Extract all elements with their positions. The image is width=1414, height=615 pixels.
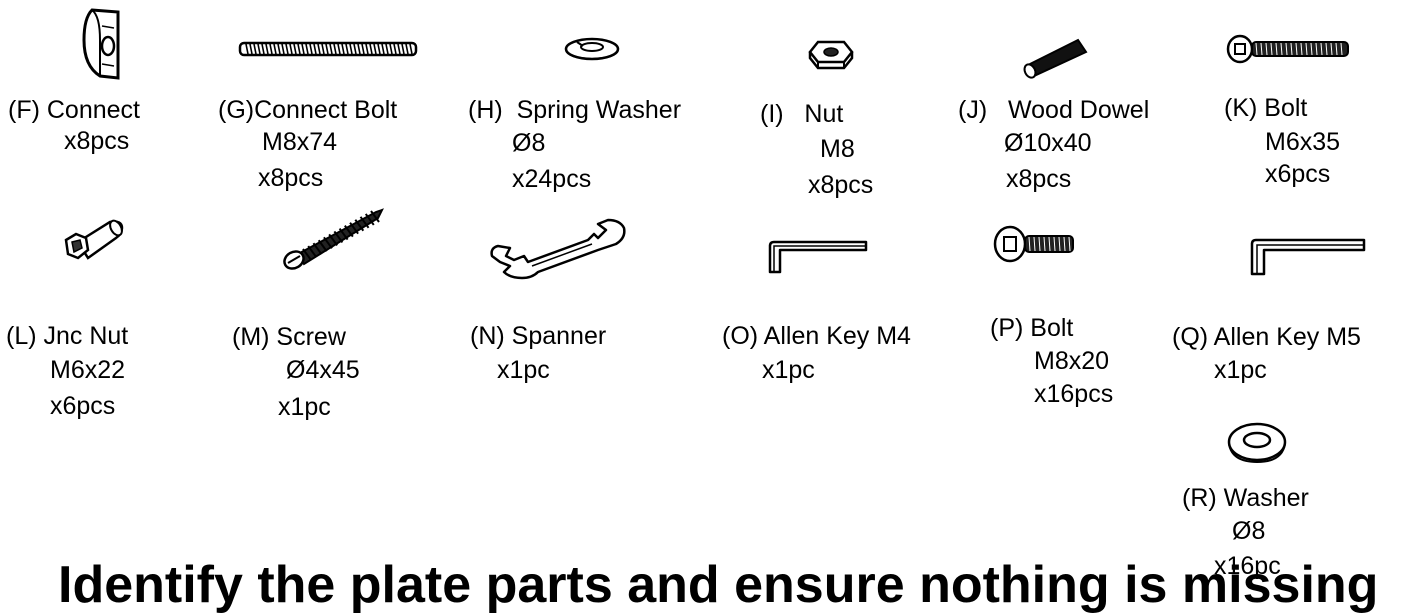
part-n-qty: x1pc: [497, 356, 550, 384]
part-l-qty: x6pcs: [50, 392, 116, 420]
threaded-rod-icon: [238, 41, 418, 57]
part-j-size: Ø10x40: [1004, 129, 1092, 157]
part-r-size: Ø8: [1232, 517, 1266, 545]
part-l-size: M6x22: [50, 356, 126, 384]
part-q-name: (Q) Allen Key M5: [1172, 323, 1361, 351]
flat-washer-icon: [1227, 422, 1287, 464]
part-h-size: Ø8: [512, 129, 546, 157]
part-h-name: (H) Spring Washer: [468, 96, 682, 124]
part-r-qty: x16pc: [1214, 552, 1281, 580]
part-g-size: M8x74: [262, 128, 338, 156]
part-i-qty: x8pcs: [808, 171, 874, 199]
part-k-name: (K) Bolt: [1224, 94, 1308, 122]
short-bolt-icon: [993, 225, 1074, 263]
part-f-name: (F) Connect: [8, 96, 140, 124]
connector-icon: [82, 8, 120, 80]
page-heading: Identify the plate parts and ensure noth…: [58, 556, 1379, 614]
part-n-name: (N) Spanner: [470, 322, 607, 350]
part-o-name: (O) Allen Key M4: [722, 322, 911, 350]
part-j-name: (J) Wood Dowel: [958, 96, 1150, 124]
part-r-name: (R) Washer: [1182, 484, 1309, 512]
wood-dowel-icon: [1023, 38, 1088, 79]
part-k-size: M6x35: [1265, 128, 1341, 156]
part-m-name: (M) Screw: [232, 323, 346, 351]
part-f-qty: x8pcs: [64, 127, 130, 155]
part-j-qty: x8pcs: [1006, 165, 1072, 193]
part-m-qty: x1pc: [278, 393, 331, 421]
part-p-qty: x16pcs: [1034, 380, 1114, 408]
part-o-qty: x1pc: [762, 356, 815, 384]
junction-nut-icon: [64, 219, 124, 260]
part-k-qty: x6pcs: [1265, 160, 1331, 188]
spanner-icon: [490, 218, 626, 280]
part-g-name: (G)Connect Bolt: [218, 96, 398, 124]
part-m-size: Ø4x45: [286, 356, 360, 384]
part-p-name: (P) Bolt: [990, 314, 1074, 342]
part-l-name: (L) Jnc Nut: [6, 322, 129, 350]
allen-key-large-icon: [1250, 238, 1366, 276]
hex-nut-icon: [808, 40, 854, 70]
part-i-name: (I) Nut: [760, 100, 844, 128]
part-p-size: M8x20: [1034, 347, 1110, 375]
part-i-size: M8: [820, 135, 855, 163]
part-h-qty: x24pcs: [512, 165, 592, 193]
part-q-qty: x1pc: [1214, 356, 1267, 384]
long-bolt-icon: [1226, 34, 1349, 64]
part-g-qty: x8pcs: [258, 164, 324, 192]
spring-washer-icon: [564, 37, 620, 61]
allen-key-small-icon: [768, 240, 868, 274]
wood-screw-icon: [283, 208, 384, 270]
